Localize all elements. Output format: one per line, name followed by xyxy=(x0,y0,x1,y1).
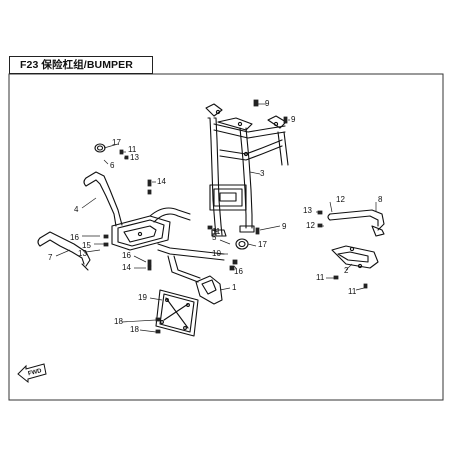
callout-13: 13 xyxy=(78,249,87,258)
callout-19: 19 xyxy=(138,293,147,302)
callout-14: 14 xyxy=(122,263,131,272)
part-19-plate-bracket xyxy=(155,289,199,337)
callout-17: 17 xyxy=(112,138,121,147)
sheet-border xyxy=(8,73,444,401)
part-8-side-bar xyxy=(327,209,385,237)
callout-1: 1 xyxy=(232,283,237,292)
callout-14: 14 xyxy=(157,177,166,186)
callout-labels: 9 9 3 17 11 13 6 14 4 16 15 13 7 16 14 1… xyxy=(48,99,383,334)
callout-8: 8 xyxy=(378,195,383,204)
callout-2: 2 xyxy=(344,266,349,275)
callout-17: 17 xyxy=(258,240,267,249)
callout-4: 4 xyxy=(74,205,79,214)
callout-9: 9 xyxy=(282,222,287,231)
callout-5: 5 xyxy=(212,233,217,242)
part-7-front-tube xyxy=(37,231,91,271)
callout-9: 9 xyxy=(291,115,296,124)
part-center-mount-plate xyxy=(111,207,191,251)
callout-16: 16 xyxy=(70,233,79,242)
part-5-lower-bar xyxy=(157,243,225,283)
callout-10: 16 xyxy=(234,267,243,276)
callout-12: 12 xyxy=(306,221,315,230)
leader-lines xyxy=(55,103,377,333)
callout-16: 16 xyxy=(122,251,131,260)
part-3-upper-frame xyxy=(205,103,289,237)
callout-11: 11 xyxy=(348,287,357,296)
fasteners xyxy=(103,99,368,334)
callout-15: 15 xyxy=(82,241,91,250)
callout-18: 18 xyxy=(114,317,123,326)
callout-6: 6 xyxy=(110,161,115,170)
part-2-side-bracket xyxy=(331,245,379,269)
forward-direction-arrow: FWD xyxy=(17,363,47,384)
callout-5: 10 xyxy=(212,249,221,258)
callout-7: 7 xyxy=(48,253,53,262)
callout-13: 13 xyxy=(303,206,312,215)
callout-13: 13 xyxy=(130,153,139,162)
forward-arrow-label: FWD xyxy=(28,368,43,377)
callout-3: 3 xyxy=(260,169,265,178)
callout-12: 12 xyxy=(336,195,345,204)
callout-9: 9 xyxy=(265,99,270,108)
part-1-lower-bracket xyxy=(195,275,223,305)
part-4-side-tube xyxy=(83,171,123,227)
callout-11: 11 xyxy=(128,145,137,154)
callout-18: 18 xyxy=(130,325,139,334)
diagram-title: F23 保险杠组/BUMPER xyxy=(9,56,153,74)
callout-13: 11 xyxy=(212,227,221,236)
callout-11: 11 xyxy=(316,273,325,282)
